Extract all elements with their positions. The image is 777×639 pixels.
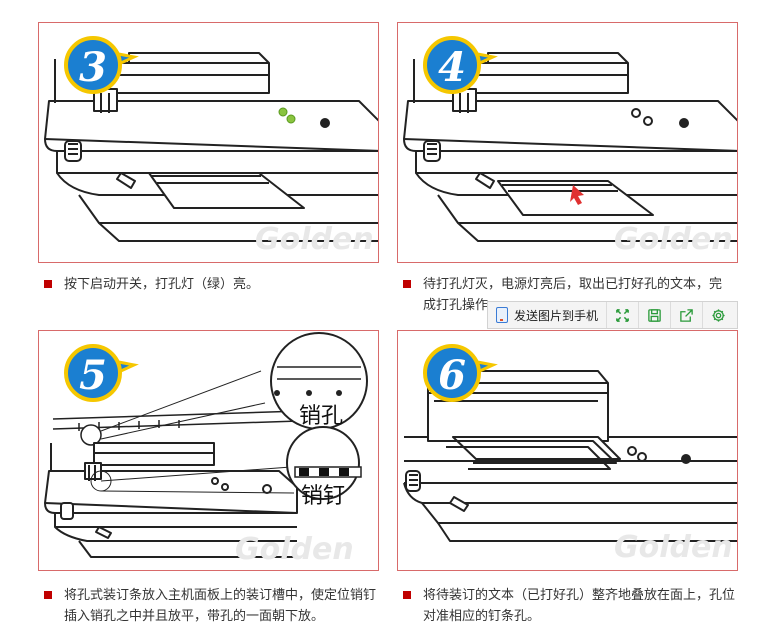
step-6-illustration: Golden 6: [397, 330, 738, 571]
watermark: Golden: [235, 532, 354, 567]
callout-pin-hole-label: 销孔: [299, 404, 343, 429]
step-3-illustration: Golden 3: [38, 22, 379, 263]
binding-machine-drawing: Golden 4: [403, 36, 737, 257]
save-button[interactable]: [639, 302, 672, 328]
step-number: 3: [79, 44, 107, 91]
fullscreen-button[interactable]: [607, 302, 640, 328]
step-number: 4: [438, 44, 466, 91]
watermark: Golden: [614, 222, 733, 257]
settings-button[interactable]: [703, 302, 734, 328]
step-4-caption: 待打孔灯灭，电源灯亮后，取出已打好孔的文本，完成打孔操作。: [403, 274, 733, 316]
caption-text: 将孔式装订条放入主机面板上的装订槽中，使定位销钉插入销孔之中并且放平，带孔的一面…: [64, 588, 377, 624]
step-badge: 3: [64, 36, 139, 94]
bullet-square-icon: [44, 280, 52, 288]
step-5-caption: 将孔式装订条放入主机面板上的装订槽中，使定位销钉插入销孔之中并且放平，带孔的一面…: [44, 585, 384, 627]
red-arrow-icon: [570, 185, 584, 205]
bullet-square-icon: [44, 591, 52, 599]
bullet-square-icon: [403, 591, 411, 599]
save-icon: [648, 308, 661, 322]
share-button[interactable]: [671, 302, 704, 328]
step-5-illustration: 销孔 销钉 Golden 5: [38, 330, 379, 571]
caption-text: 按下启动开关，打孔灯（绿）亮。: [64, 277, 260, 292]
settings-icon: [712, 308, 725, 322]
step-4-illustration: Golden 4: [397, 22, 738, 263]
binding-machine-drawing: Golden 3: [44, 36, 378, 257]
watermark: Golden: [255, 222, 374, 257]
phone-icon: [496, 307, 508, 323]
step-badge: 6: [423, 344, 498, 402]
bullet-square-icon: [403, 280, 411, 288]
binding-machine-drawing: Golden 6: [403, 344, 737, 565]
callout-pin-label: 销钉: [301, 484, 345, 509]
caption-text: 将待装订的文本（已打好孔）整齐地叠放在面上，孔位对准相应的钉条孔。: [423, 588, 736, 624]
step-number: 6: [438, 352, 466, 399]
send-to-phone-label: 发送图片到手机: [514, 308, 599, 323]
step-badge: 5: [64, 344, 139, 402]
share-icon: [680, 308, 693, 322]
caption-text: 待打孔灯灭，电源灯亮后，取出已打好孔的文本，完成打孔操作。: [423, 277, 723, 313]
binding-machine-drawing: 销孔 销钉 Golden 5: [44, 332, 368, 567]
step-3-caption: 按下启动开关，打孔灯（绿）亮。: [44, 274, 374, 295]
fullscreen-icon: [616, 308, 629, 322]
watermark: Golden: [614, 530, 733, 565]
step-6-caption: 将待装订的文本（已打好孔）整齐地叠放在面上，孔位对准相应的钉条孔。: [403, 585, 743, 627]
step-number: 5: [79, 352, 107, 399]
image-toolbar: 发送图片到手机: [487, 301, 738, 329]
send-to-phone-button[interactable]: 发送图片到手机: [488, 302, 608, 328]
step-badge: 4: [423, 36, 498, 94]
